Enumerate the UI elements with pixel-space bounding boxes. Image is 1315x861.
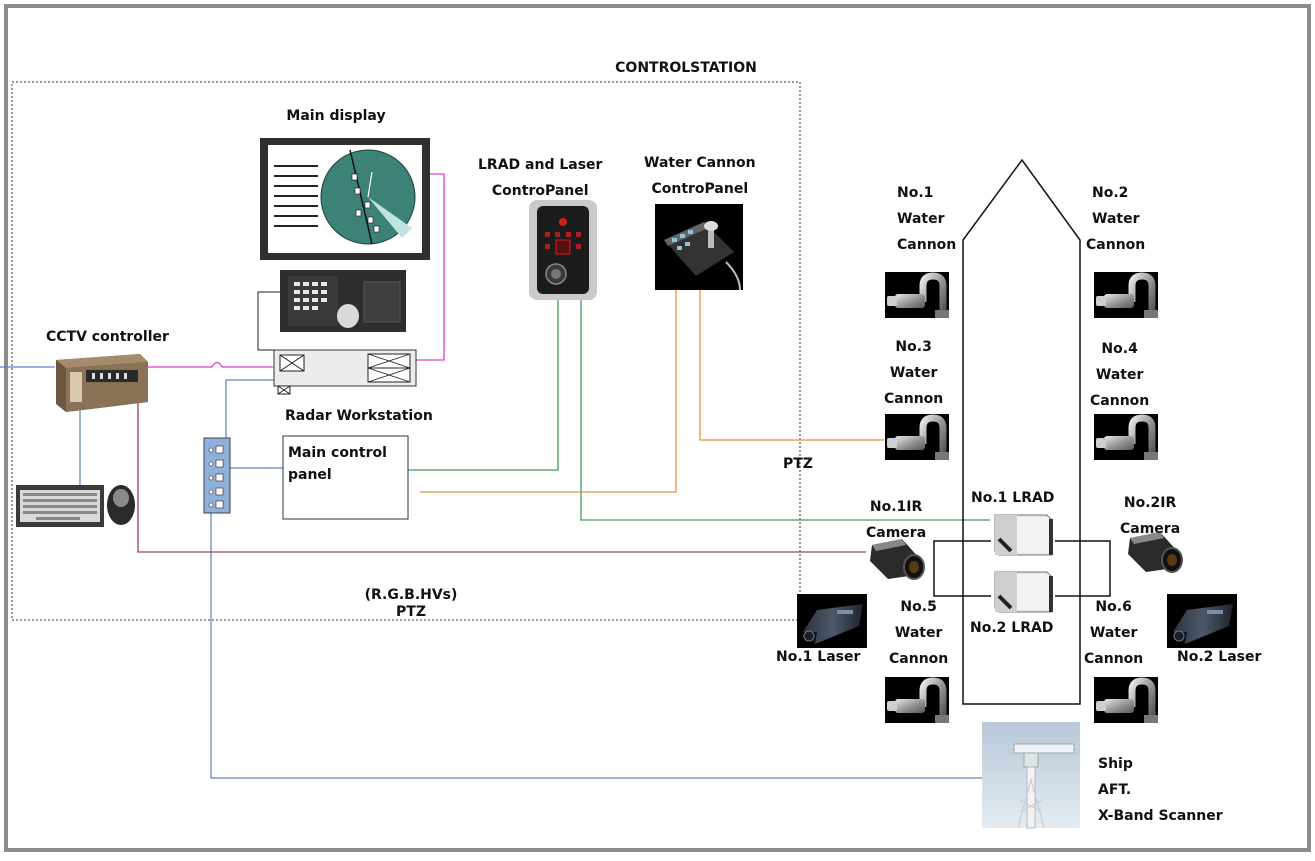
water-cannon-icon	[885, 677, 949, 723]
control-station-title: CONTROLSTATION	[615, 60, 757, 76]
wc5-line3: Cannon	[889, 651, 949, 667]
main-control-panel-label: Main control panel	[288, 442, 387, 486]
ir2-line2: Camera	[1120, 521, 1181, 537]
water-cannon-icon	[1094, 677, 1158, 723]
ptz-label-left: PTZ	[396, 604, 426, 620]
wc6-line1: No.6	[1095, 599, 1132, 615]
network-switch	[203, 437, 231, 514]
water-cannon-5-label: No.5 Water Cannon	[889, 594, 948, 672]
wc1-line1: No.1	[897, 185, 934, 201]
laser-icon	[1166, 593, 1238, 649]
water-cannon-icon	[1094, 414, 1158, 460]
radar-switch-line	[225, 379, 278, 438]
water-cannon-3-label: No.3 Water Cannon	[884, 334, 943, 412]
rgb-hvs-label: (R.G.B.HVs)	[364, 587, 458, 603]
scanner-line1: Ship	[1098, 756, 1133, 772]
camera-video-line	[137, 390, 866, 553]
water-cannon-icon	[885, 272, 949, 318]
wc2-line2: Water	[1092, 211, 1140, 227]
wc4-line2: Water	[1095, 367, 1144, 383]
lrad-panel-line	[408, 296, 559, 471]
scanner-label: Ship AFT. X-Band Scanner	[1098, 751, 1223, 829]
ir-camera-1-label: No.1IR Camera	[866, 494, 926, 546]
radar-keypad	[280, 270, 406, 332]
lrad-laser-control-panel	[529, 200, 597, 300]
water-panel-label: Water Cannon ControPanel	[644, 150, 756, 202]
lrad-1-label: No.1 LRAD	[971, 490, 1055, 506]
keyboard-mouse	[16, 485, 135, 527]
ir2-line1: No.2IR	[1123, 495, 1177, 511]
cctv-controller-label: CCTV controller	[46, 329, 169, 345]
laser-icon	[796, 593, 868, 649]
water-cannon-icon	[885, 414, 949, 460]
cctv-controller	[56, 354, 148, 412]
wc1-line3: Cannon	[897, 237, 957, 253]
wc5-line2: Water	[894, 625, 943, 641]
scanner-line3: X-Band Scanner	[1098, 808, 1223, 824]
wc1-line2: Water	[897, 211, 945, 227]
keypad-line	[257, 291, 292, 351]
water-cannon-control-panel	[655, 204, 743, 291]
wc3-line1: No.3	[895, 339, 932, 355]
cannon-control-line	[699, 290, 884, 441]
main-control-panel-line1: Main control	[288, 445, 387, 461]
wc3-line3: Cannon	[884, 391, 944, 407]
water-cannon-icon	[1094, 272, 1158, 318]
water-panel-label-line1: Water Cannon	[644, 155, 756, 171]
cannon-panel-line	[420, 290, 677, 493]
lrad-2-label: No.2 LRAD	[970, 620, 1054, 636]
wc2-line3: Cannon	[1086, 237, 1146, 253]
radar-workstation-label: Radar Workstation	[285, 408, 433, 424]
wc5-line1: No.5	[900, 599, 937, 615]
wc6-line3: Cannon	[1084, 651, 1144, 667]
ir1-line1: No.1IR	[869, 499, 923, 515]
wc3-line2: Water	[889, 365, 938, 381]
lrad-control-line	[580, 296, 990, 521]
lrad-speaker-icon	[989, 566, 1057, 616]
ir-camera-2-label: No.2IR Camera	[1120, 490, 1180, 542]
display-video-line	[414, 173, 445, 361]
scanner-line2: AFT.	[1098, 782, 1132, 798]
wc6-line2: Water	[1089, 625, 1138, 641]
lrad-speaker-icon	[989, 509, 1057, 559]
scanner-line	[210, 513, 982, 779]
main-display-label: Main display	[286, 108, 386, 124]
lrad-panel-label: LRAD and Laser ControPanel	[478, 152, 602, 204]
main-control-panel-line2: panel	[288, 467, 332, 483]
wc4-line3: Cannon	[1090, 393, 1150, 409]
lrad-panel-label-line2: ControPanel	[491, 183, 589, 199]
main-control-panel-box	[282, 435, 409, 520]
radar-scanner-icon	[982, 722, 1080, 829]
water-cannon-6-label: No.6 Water Cannon	[1084, 594, 1143, 672]
laser-2-label: No.2 Laser	[1177, 649, 1262, 665]
ir1-line2: Camera	[866, 525, 927, 541]
water-panel-label-line2: ControPanel	[651, 181, 749, 197]
laser-1-label: No.1 Laser	[776, 649, 861, 665]
outer-frame	[4, 4, 1311, 852]
water-cannon-2-label: No.2 Water Cannon	[1086, 180, 1145, 258]
lrad-panel-label-line1: LRAD and Laser	[478, 157, 603, 173]
control-station-boundary	[11, 81, 801, 621]
water-cannon-1-label: No.1 Water Cannon	[897, 180, 956, 258]
main-display	[260, 138, 430, 260]
ptz-label-right: PTZ	[783, 456, 813, 472]
rgb-video-line	[148, 361, 273, 368]
ship-outline	[962, 158, 1081, 705]
wc2-line1: No.2	[1092, 185, 1129, 201]
wc4-line1: No.4	[1101, 341, 1138, 357]
radar-workstation	[273, 349, 417, 395]
water-cannon-4-label: No.4 Water Cannon	[1090, 336, 1149, 414]
